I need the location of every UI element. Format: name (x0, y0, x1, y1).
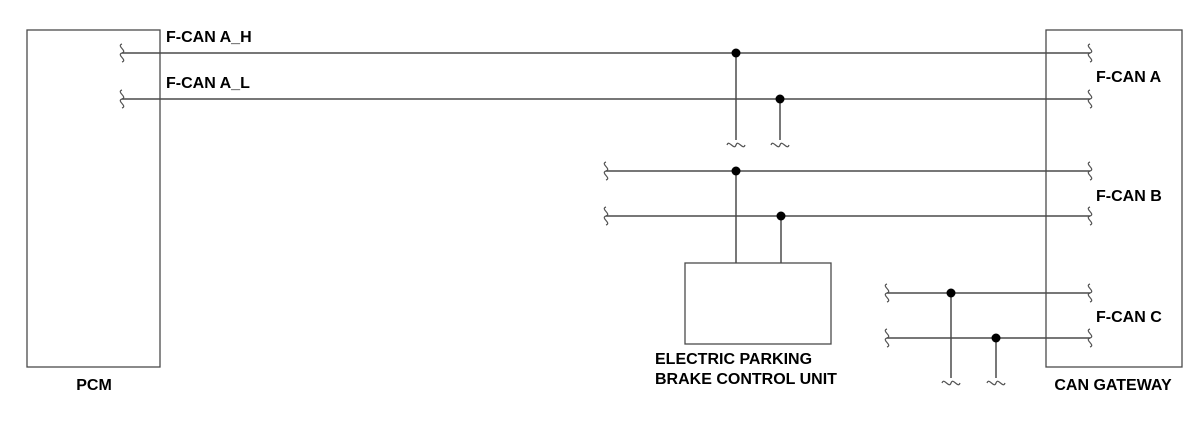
connector-break-icon (770, 142, 790, 148)
gateway-port-c-label: F-CAN C (1096, 309, 1162, 326)
connector-break-icon (603, 161, 609, 181)
fcan-a-l-label: F-CAN A_L (166, 75, 250, 92)
connector-break-icon (1087, 328, 1093, 348)
connector-break-icon (1087, 283, 1093, 303)
can-gateway-box (1045, 29, 1183, 368)
connector-break-icon (986, 380, 1006, 386)
connector-break-icon (726, 142, 746, 148)
connector-break-icon (884, 283, 890, 303)
epb-unit-label-line2: BRAKE CONTROL UNIT (655, 371, 837, 388)
epb-unit-label-line1: ELECTRIC PARKING (655, 351, 812, 368)
splice-dot (776, 211, 786, 221)
fcan-a-h-label: F-CAN A_H (166, 29, 252, 46)
pcm-box (26, 29, 161, 368)
connector-break-icon (941, 380, 961, 386)
pcm-label: PCM (76, 377, 112, 394)
connector-break-icon (1087, 161, 1093, 181)
connector-break-icon (119, 89, 125, 109)
can-gateway-label: CAN GATEWAY (1054, 377, 1172, 394)
splice-dot (775, 94, 785, 104)
connector-break-icon (1087, 89, 1093, 109)
epb-control-unit-box (684, 262, 832, 345)
splice-dot (946, 288, 956, 298)
gateway-port-b-label: F-CAN B (1096, 188, 1162, 205)
splice-dot (731, 166, 741, 176)
connector-break-icon (603, 206, 609, 226)
connector-break-icon (884, 328, 890, 348)
connector-break-icon (1087, 206, 1093, 226)
gateway-port-a-label: F-CAN A (1096, 69, 1162, 86)
connector-break-icon (1087, 43, 1093, 63)
splice-dot (731, 48, 741, 58)
connector-break-icon (119, 43, 125, 63)
splice-dot (991, 333, 1001, 343)
